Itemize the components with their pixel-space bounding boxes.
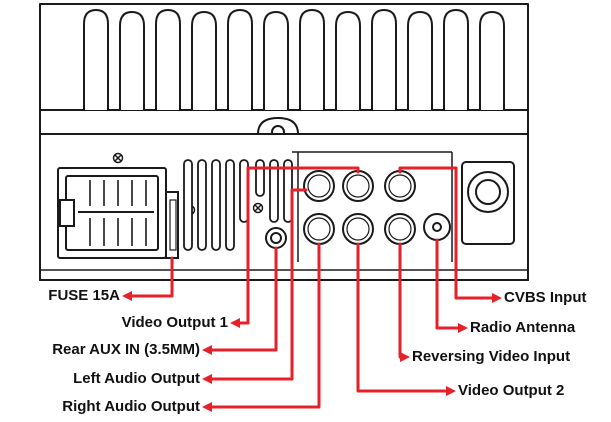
leader-rear-aux-in — [206, 246, 278, 352]
heatsink-fins — [83, 8, 505, 110]
vent-slot — [269, 159, 279, 223]
rca-jack-video-output-2 — [342, 213, 374, 245]
fuse-holder — [165, 191, 179, 259]
label-radio-antenna: Radio Antenna — [470, 319, 576, 336]
rca-panel — [292, 151, 453, 262]
rca-jack-left-audio — [303, 213, 335, 245]
vent-slot — [183, 159, 193, 251]
heatsink-fin — [119, 10, 145, 110]
rca-jack-video-output-1 — [342, 170, 374, 202]
rca-jack-rear-aux-in — [303, 170, 335, 202]
screw-icon — [252, 202, 264, 214]
leader-cvbs — [398, 166, 498, 300]
leader-right-audio — [206, 242, 321, 409]
label-video-output-1: Video Output 1 — [121, 314, 228, 331]
vent-slot — [255, 159, 265, 197]
heatsink-fin — [371, 8, 397, 110]
iso-connector — [57, 167, 167, 259]
heatsink-fin — [191, 10, 217, 110]
heatsink-fin — [407, 10, 433, 110]
leader-video-output-1 — [234, 166, 360, 325]
radio-antenna-jack — [423, 213, 451, 241]
heatsink-fin — [227, 8, 253, 110]
vent-slot — [225, 159, 235, 251]
vent-slot — [197, 159, 207, 251]
label-rear-aux-in: Rear AUX IN (3.5MM) — [52, 341, 200, 358]
aux-jack — [265, 227, 287, 249]
leader-radio-antenna — [435, 238, 464, 330]
antenna-socket — [461, 161, 515, 245]
label-fuse: FUSE 15A — [48, 287, 120, 304]
leader-fuse — [126, 256, 174, 298]
label-video-output-2: Video Output 2 — [458, 382, 565, 399]
screw-icon — [112, 152, 124, 164]
label-cvbs-input: CVBS Input — [504, 289, 587, 306]
label-right-audio-output: Right Audio Output — [62, 398, 200, 415]
vent-slot — [211, 159, 221, 251]
leader-left-audio — [206, 188, 308, 381]
heatsink-fin — [155, 8, 181, 110]
heatsink-fin — [335, 10, 361, 110]
rca-jack-reversing-video — [384, 213, 416, 245]
leader-arrowheads — [122, 291, 502, 412]
leader-video-output-2 — [356, 242, 452, 393]
heatsink-fin — [83, 8, 109, 110]
rca-jack-cvbs-input — [384, 170, 416, 202]
label-left-audio-output: Left Audio Output — [73, 370, 200, 387]
heatsink-fin — [299, 8, 325, 110]
heatsink-fin — [479, 10, 505, 110]
heatsink-fin — [443, 8, 469, 110]
heatsink-fin — [263, 10, 289, 110]
label-reversing-video-input: Reversing Video Input — [412, 348, 571, 365]
